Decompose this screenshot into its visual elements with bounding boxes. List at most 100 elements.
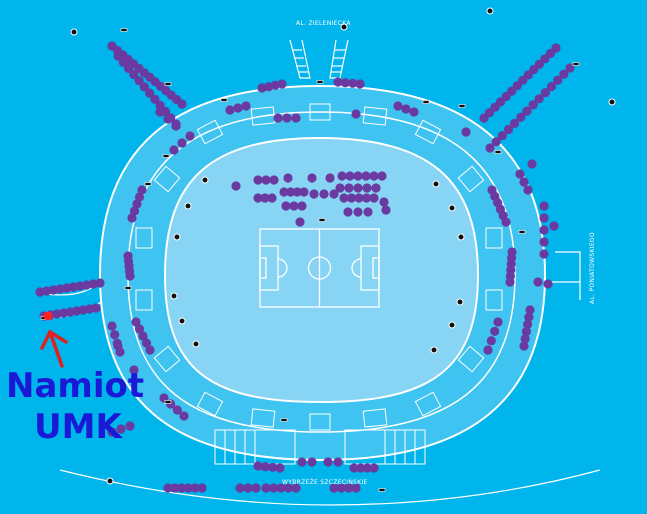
marker-dot[interactable]: [233, 103, 243, 113]
marker-dot[interactable]: [351, 109, 361, 119]
marker-dot[interactable]: [479, 113, 489, 123]
marker-dot[interactable]: [155, 100, 165, 111]
marker-dot[interactable]: [333, 77, 343, 87]
marker-dot[interactable]: [501, 217, 511, 227]
marker-dot[interactable]: [261, 175, 271, 185]
marker-dot[interactable]: [381, 205, 391, 215]
marker-dot[interactable]: [131, 317, 141, 327]
marker-dot[interactable]: [485, 143, 495, 153]
marker-dot[interactable]: [267, 193, 277, 203]
marker-dot[interactable]: [134, 192, 145, 202]
marker-dot[interactable]: [346, 193, 357, 203]
marker-dot[interactable]: [138, 331, 148, 341]
marker-dot[interactable]: [277, 79, 287, 89]
marker-dot[interactable]: [490, 326, 500, 336]
marker-dot[interactable]: [362, 183, 372, 193]
marker-dot[interactable]: [377, 171, 387, 181]
marker-dot[interactable]: [291, 483, 301, 493]
marker-dot[interactable]: [355, 79, 365, 89]
marker-dot[interactable]: [409, 107, 419, 117]
marker-dot[interactable]: [297, 201, 307, 211]
marker-dot[interactable]: [197, 483, 207, 493]
marker-dot[interactable]: [253, 193, 263, 203]
marker-dot[interactable]: [129, 365, 139, 375]
marker-dot[interactable]: [253, 175, 263, 185]
marker-dot[interactable]: [503, 124, 514, 135]
marker-dot[interactable]: [336, 483, 346, 493]
marker-dot[interactable]: [260, 462, 270, 472]
marker-dot[interactable]: [371, 183, 381, 193]
marker-dot[interactable]: [486, 336, 496, 346]
marker-dot[interactable]: [553, 75, 563, 85]
marker-dot[interactable]: [393, 101, 403, 111]
marker-dot[interactable]: [299, 187, 309, 197]
marker-dot[interactable]: [540, 88, 551, 98]
marker-dot[interactable]: [333, 457, 343, 467]
marker-dot[interactable]: [289, 201, 299, 211]
marker-dot[interactable]: [113, 51, 123, 61]
marker-dot[interactable]: [353, 207, 363, 217]
marker-dot[interactable]: [129, 69, 139, 80]
marker-dot[interactable]: [505, 277, 515, 287]
marker-dot[interactable]: [339, 193, 349, 203]
marker-dot[interactable]: [524, 312, 534, 322]
marker-dot[interactable]: [123, 63, 134, 73]
marker-dot[interactable]: [559, 69, 569, 79]
marker-dot[interactable]: [351, 483, 361, 493]
tent-marker[interactable]: [43, 311, 53, 321]
marker-dot[interactable]: [177, 138, 187, 148]
marker-dot[interactable]: [521, 327, 532, 337]
marker-dot[interactable]: [523, 185, 533, 195]
marker-dot[interactable]: [356, 463, 366, 473]
marker-dot[interactable]: [539, 225, 549, 235]
marker-dot[interactable]: [369, 171, 379, 181]
marker-dot[interactable]: [282, 113, 292, 123]
marker-dot[interactable]: [185, 131, 195, 141]
marker-dot[interactable]: [319, 189, 329, 199]
marker-dot[interactable]: [361, 193, 372, 203]
marker-dot[interactable]: [141, 338, 152, 348]
marker-dot[interactable]: [363, 207, 373, 217]
marker-dot[interactable]: [533, 277, 543, 287]
marker-dot[interactable]: [268, 462, 278, 472]
marker-dot[interactable]: [345, 171, 355, 181]
marker-dot[interactable]: [134, 76, 144, 86]
marker-dot[interactable]: [127, 213, 137, 223]
marker-dot[interactable]: [497, 131, 507, 141]
marker-dot[interactable]: [539, 213, 549, 223]
marker-dot[interactable]: [344, 183, 354, 193]
marker-dot[interactable]: [519, 177, 529, 187]
marker-dot[interactable]: [116, 424, 126, 434]
marker-dot[interactable]: [231, 181, 241, 191]
marker-dot[interactable]: [286, 187, 296, 197]
marker-dot[interactable]: [539, 237, 549, 247]
marker-dot[interactable]: [369, 193, 379, 203]
marker-dot[interactable]: [243, 483, 253, 493]
marker-dot[interactable]: [150, 94, 160, 104]
marker-dot[interactable]: [251, 483, 261, 493]
marker-dot[interactable]: [527, 159, 537, 169]
marker-dot[interactable]: [107, 427, 117, 437]
marker-dot[interactable]: [129, 206, 140, 216]
marker-dot[interactable]: [273, 113, 283, 123]
marker-dot[interactable]: [163, 483, 173, 493]
marker-dot[interactable]: [113, 341, 123, 351]
marker-dot[interactable]: [528, 100, 538, 110]
marker-dot[interactable]: [515, 169, 525, 179]
marker-dot[interactable]: [546, 81, 557, 92]
marker-dot[interactable]: [525, 305, 535, 315]
marker-dot[interactable]: [291, 113, 301, 123]
marker-dot[interactable]: [520, 334, 530, 344]
marker-dot[interactable]: [491, 137, 501, 147]
marker-dot[interactable]: [177, 99, 187, 109]
marker-dot[interactable]: [125, 271, 135, 281]
marker-dot[interactable]: [543, 279, 553, 289]
marker-dot[interactable]: [353, 183, 363, 193]
marker-dot[interactable]: [281, 201, 291, 211]
marker-dot[interactable]: [335, 183, 345, 193]
marker-dot[interactable]: [362, 463, 372, 473]
marker-dot[interactable]: [235, 483, 245, 493]
marker-dot[interactable]: [307, 457, 317, 467]
marker-dot[interactable]: [134, 324, 145, 334]
marker-dot[interactable]: [323, 457, 333, 467]
